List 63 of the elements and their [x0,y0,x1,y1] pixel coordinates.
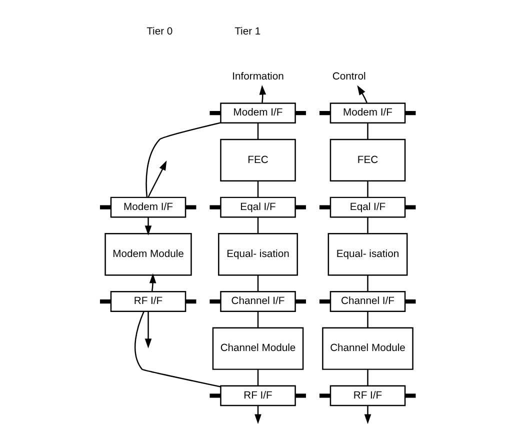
connector [367,122,368,139]
arrow [357,84,368,102]
node-box: Channel I/F [220,290,296,312]
label: Tier 0 [146,26,173,37]
connector [319,298,330,304]
connector [257,216,259,233]
node-box: Equal- isation [218,232,298,276]
connector [100,298,111,304]
connector [296,298,306,304]
arrow [148,160,167,198]
connector [134,310,221,387]
connector [296,393,306,398]
arrow [144,310,152,348]
node-box: FEC [330,138,406,181]
node-box: Channel Module [212,326,304,370]
arrow [254,405,262,424]
connector [100,204,111,209]
arrow [144,216,152,235]
connector [405,110,416,115]
connector [257,122,259,139]
node-box: RF I/F [330,384,406,406]
connector [257,369,259,386]
connector [367,216,368,233]
connector [186,204,196,209]
node-box: Equal- isation [328,232,408,276]
node-box: Channel I/F [330,290,406,312]
connector [319,110,330,115]
node-text: Control [332,70,366,82]
connector [319,204,330,209]
arrow [259,84,266,102]
node-box: FEC [220,138,296,181]
node-box: Modem Module [104,232,192,276]
connector [186,298,196,304]
connector [367,180,368,197]
node-box: Channel Module [322,326,414,370]
connector [210,204,221,209]
connector [405,298,416,304]
connector [367,274,368,291]
connector [367,311,368,328]
connector [296,110,306,115]
node-box: Eqal I/F [220,196,296,218]
connector [405,393,416,398]
node-box: Eqal I/F [330,196,406,218]
connector [367,369,368,386]
connector [146,122,221,197]
connector [210,298,221,304]
node-box: Modem I/F [330,102,406,123]
connector [257,274,259,291]
connector [319,393,330,398]
label: Tier 1 [234,26,261,37]
node-box: RF I/F [110,290,186,312]
node-box: Modem I/F [110,196,186,218]
arrow [364,405,372,424]
arrow [149,272,156,292]
connector [210,110,221,115]
connector [257,180,259,197]
connector [405,204,416,209]
node-box: Modem I/F [220,102,296,123]
node-text: Information [232,70,284,82]
connector [296,204,306,209]
connector [210,393,221,398]
node-box: RF I/F [220,384,296,406]
connector [257,311,259,328]
